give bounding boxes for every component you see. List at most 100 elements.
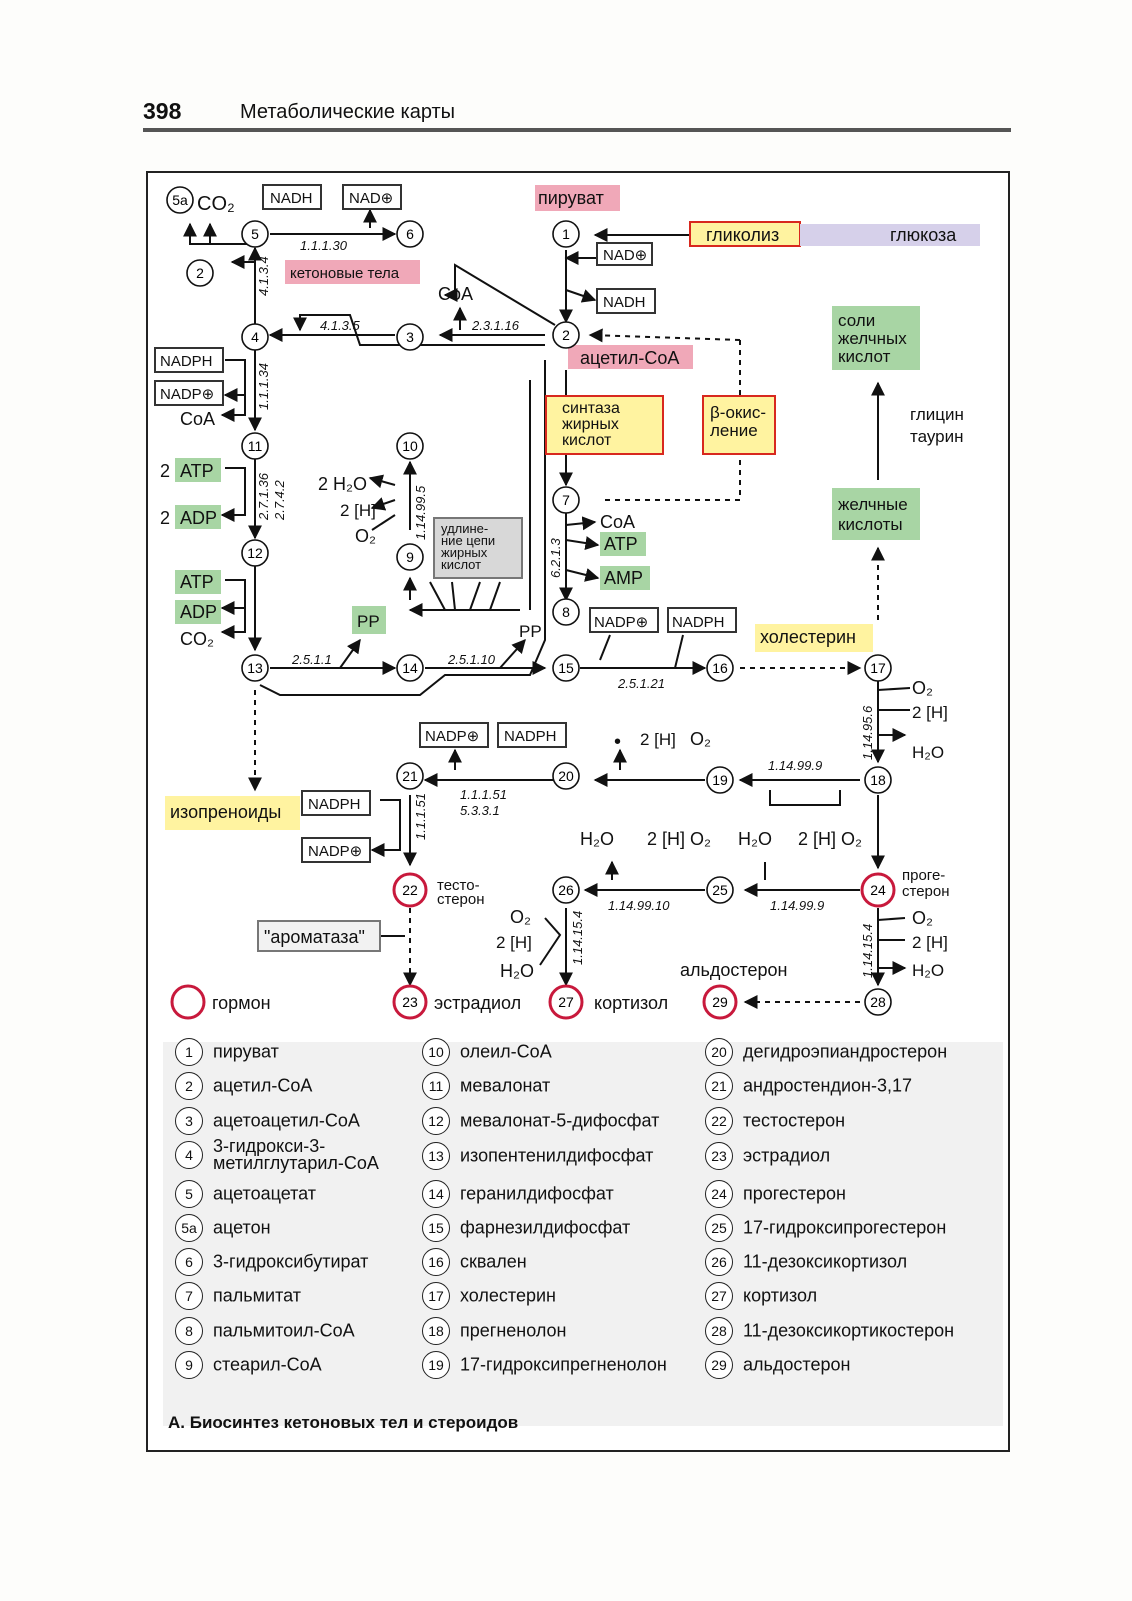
- elongation-label-line-1: ние цепи: [441, 533, 495, 548]
- node-11-label: 11: [248, 438, 263, 454]
- glucose-box: [800, 224, 980, 246]
- cortisol-label: кортизол: [594, 993, 668, 1013]
- nadp-label-1: NADP⊕: [160, 386, 214, 403]
- o2-label-3: O₂: [690, 729, 711, 749]
- legend-number: 1: [175, 1038, 203, 1066]
- node-10-label: 10: [402, 438, 418, 454]
- page-number: 398: [143, 98, 182, 124]
- co2-label: CO₂: [197, 193, 235, 215]
- testosterone-label-line-0: тесто-: [437, 877, 480, 894]
- legend-area: [163, 1042, 1003, 1426]
- node-26-label: 26: [558, 882, 574, 898]
- node-13: [241, 654, 269, 682]
- legend-text: 11-дезоксикортикостерон: [743, 1320, 955, 1341]
- fa-synthase-label-line-0: синтаза: [562, 400, 620, 417]
- node-7-label: 7: [562, 492, 570, 508]
- legend-number: 25: [705, 1214, 733, 1242]
- enzyme-3: 4.1.3.5: [320, 318, 361, 333]
- path-13-to-acetyl: [259, 360, 546, 696]
- nadph-box-3: [497, 722, 567, 748]
- two-h-label-3: 2 [H]: [640, 730, 676, 749]
- enzyme-18: 1.14.99.10: [608, 898, 670, 913]
- nadph-box-2: [667, 607, 737, 633]
- path-pp-1: [339, 638, 361, 669]
- enzyme-13: 1.14.95.6: [860, 705, 875, 760]
- node-8-label: 8: [562, 604, 570, 620]
- node-13-label: 13: [247, 660, 263, 676]
- legend-number: 10: [422, 1038, 450, 1066]
- atp-label-1: ATP: [180, 461, 214, 481]
- nadph-label-4: NADPH: [308, 796, 361, 813]
- enzyme-2: 4.1.3.4: [256, 256, 271, 296]
- node-1: [552, 220, 580, 248]
- path-7-coa: [565, 516, 597, 531]
- glucose-label: глюкоза: [890, 225, 957, 245]
- legend-text: стеарил-СоА: [213, 1354, 322, 1375]
- legend-number: 24: [705, 1180, 733, 1208]
- pp-label-2: PP: [519, 622, 542, 641]
- legend-number: 27: [705, 1282, 733, 1310]
- acetyl-coa-label: ацетил-СоА: [580, 348, 679, 368]
- beta-ox-label-line-1: ление: [710, 421, 758, 440]
- node-23: [392, 984, 428, 1020]
- node-2-left: [186, 259, 214, 287]
- atp-box-2: [175, 570, 221, 594]
- nadph-box-4: [301, 790, 371, 816]
- enzyme-1: 1.1.1.30: [300, 238, 348, 253]
- node-29-label: 29: [712, 994, 728, 1010]
- legend-text: ацетил-СоА: [213, 1075, 313, 1096]
- ketone-bodies-label: кетоновые тела: [290, 265, 400, 282]
- node-3-label: 3: [406, 329, 414, 345]
- legend-text: мевалонат-5-дифосфат: [460, 1110, 660, 1131]
- legend-number: 17: [422, 1282, 450, 1310]
- legend-number: 9: [175, 1351, 203, 1379]
- aldosterone-label: альдостерон: [680, 960, 787, 980]
- legend-text: пальмитоил-СоА: [213, 1320, 355, 1341]
- node-19: [706, 766, 734, 794]
- two-h2o-label: 2 H₂O: [318, 474, 367, 494]
- node-14: [396, 654, 424, 682]
- bile-acids-label-line-0: желчные: [838, 495, 908, 514]
- path-atp-11-12: [220, 467, 246, 522]
- fa-synthase-label-line-1: жирных: [562, 416, 619, 433]
- nadp-box-1: [154, 380, 224, 406]
- legend-text: андростендион-3,17: [743, 1075, 913, 1096]
- adp-box-2: [175, 600, 221, 624]
- legend-number: 12: [422, 1107, 450, 1135]
- nadh-label-1: NADH: [270, 190, 313, 207]
- legend-number: 29: [705, 1351, 733, 1379]
- legend-number: 3: [175, 1107, 203, 1135]
- two-h-o2-label-1: 2 [H] O₂: [647, 829, 711, 849]
- node-19-label: 19: [712, 772, 728, 788]
- node-9-label: 9: [406, 549, 414, 565]
- hormone-legend-label: гормон: [212, 993, 271, 1013]
- node-5-label: 5: [251, 226, 259, 242]
- node-20: [552, 762, 580, 790]
- node-27-label: 27: [558, 994, 574, 1010]
- beta-ox-label-line-0: β-окис-: [710, 403, 766, 422]
- path-21-22-nadph: [370, 799, 401, 857]
- co2-label-2: CO₂: [180, 629, 214, 649]
- legend-number: 7: [175, 1282, 203, 1310]
- enzyme-17: 1.1.1.51: [413, 793, 428, 840]
- node-6-label: 6: [406, 226, 414, 242]
- node-8: [552, 598, 580, 626]
- path-9-10-h2o: [368, 474, 396, 489]
- legend-text: прегненолон: [460, 1320, 567, 1341]
- node-28-label: 28: [870, 994, 886, 1010]
- legend-text: пируват: [213, 1041, 279, 1062]
- enzyme-19: 1.14.99.9: [770, 898, 824, 913]
- path-24-28-cof: [877, 917, 906, 941]
- legend-item-9: 9 стеарил-СоА: [175, 1351, 322, 1379]
- progesterone-label-line-1: стерон: [902, 883, 950, 900]
